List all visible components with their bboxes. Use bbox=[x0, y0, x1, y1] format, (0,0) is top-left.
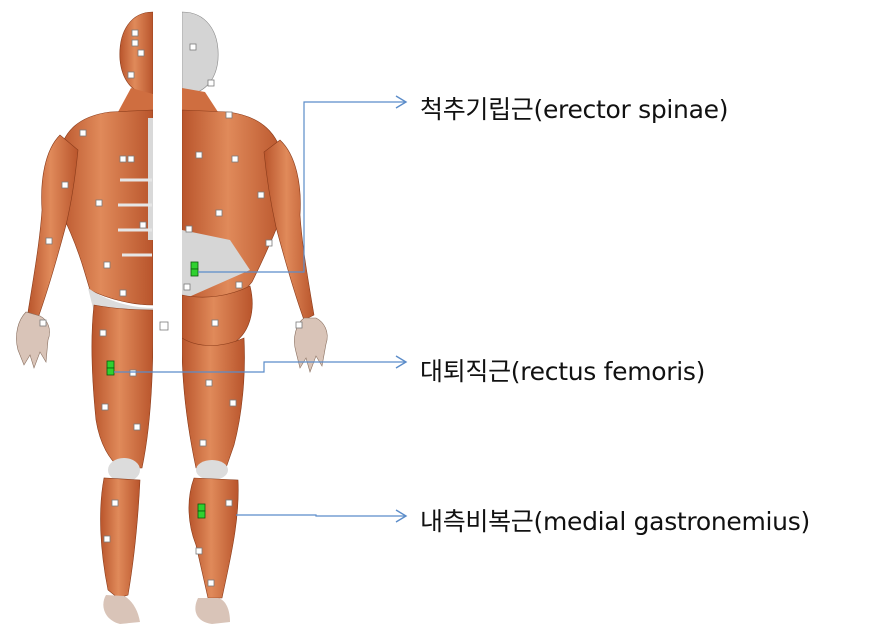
electrode-medial-gastrocnemius bbox=[198, 504, 205, 511]
posterior-body bbox=[182, 12, 327, 624]
leader-arrowheads bbox=[396, 96, 406, 522]
foot-back bbox=[195, 598, 230, 624]
thigh-front bbox=[92, 305, 153, 468]
anterior-body bbox=[16, 12, 153, 624]
electrode-erector-spinae bbox=[191, 262, 198, 269]
label-medial-gastrocnemius: 내측비복근(medial gastronemius) bbox=[420, 502, 810, 538]
leader-medial-gastrocnemius bbox=[236, 515, 406, 516]
torso-front bbox=[58, 110, 153, 305]
electrode-rectus-femoris bbox=[107, 361, 114, 368]
foot-front bbox=[103, 595, 140, 624]
label-erector-spinae: 척추기립근(erector spinae) bbox=[420, 90, 728, 126]
center-divider bbox=[153, 0, 182, 632]
head-front bbox=[120, 12, 153, 96]
label-rectus-femoris: 대퇴직근(rectus femoris) bbox=[420, 352, 705, 388]
knee-back bbox=[196, 460, 228, 480]
